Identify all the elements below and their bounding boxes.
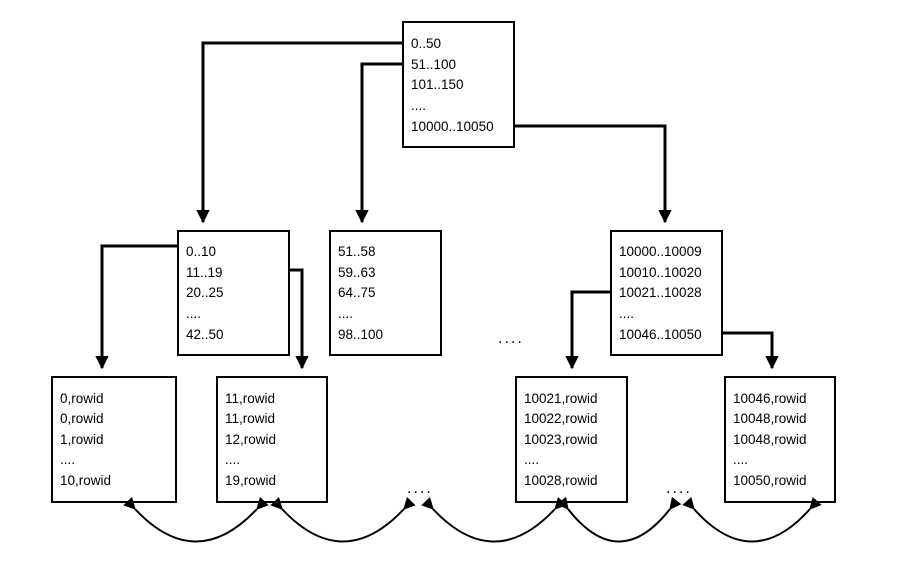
branch-entry: 10010..10020 — [619, 265, 702, 280]
root-entry: 101..150 — [411, 77, 464, 92]
branch-entry: 51..58 — [338, 244, 376, 259]
leaf-entry: 10050,rowid — [733, 473, 807, 488]
branch-entry: 64..75 — [338, 285, 376, 300]
pointer-branch-3-to-leaf-3 — [565, 290, 611, 370]
ellipsis-leaf-gap: .... — [407, 480, 433, 497]
branch-entry: 42..50 — [186, 327, 224, 342]
branch-entry: .... — [338, 306, 353, 321]
root-entry: 51..100 — [411, 57, 456, 72]
branch-node-3: 10000..10009 10010..10020 10021..10028 .… — [610, 230, 723, 356]
leaf-entry: 10,rowid — [60, 473, 111, 488]
root-node: 0..50 51..100 101..150 .... 10000..10050 — [402, 21, 515, 148]
leaf-link-arrow — [270, 497, 416, 543]
leaf-node-2: 11,rowid 11,rowid 12,rowid .... 19,rowid — [216, 376, 328, 503]
root-entry: 0..50 — [411, 36, 441, 51]
branch-entry: 98..100 — [338, 327, 383, 342]
leaf-entry: 10046,rowid — [733, 391, 807, 406]
leaf-entry: .... — [225, 452, 240, 467]
branch-entry: 11..19 — [186, 265, 223, 280]
leaf-entry: 10021,rowid — [524, 391, 598, 406]
pointer-root-to-branch-3 — [514, 124, 672, 224]
leaf-entry: .... — [524, 452, 539, 467]
leaf-node-1: 0,rowid 0,rowid 1,rowid .... 10,rowid — [51, 376, 177, 503]
root-entry: .... — [411, 98, 426, 113]
branch-entry: 59..63 — [338, 265, 376, 280]
leaf-link-arrow — [682, 496, 822, 543]
leaf-entry: 11,rowid — [225, 411, 275, 426]
branch-entry: 10000..10009 — [619, 244, 702, 259]
branch-node-1: 0..10 11..19 20..25 .... 42..50 — [177, 230, 290, 356]
pointer-root-to-branch-2 — [355, 62, 403, 224]
branch-node-2: 51..58 59..63 64..75 .... 98..100 — [329, 230, 442, 356]
leaf-entry: 11,rowid — [225, 391, 275, 406]
pointer-branch-1-to-leaf-1 — [95, 244, 178, 370]
branch-entry: 10046..10050 — [619, 327, 702, 342]
leaf-entry: 10048,rowid — [733, 432, 807, 447]
root-entry: 10000..10050 — [411, 119, 494, 134]
leaf-entry: 10048,rowid — [733, 411, 807, 426]
leaf-entry: 0,rowid — [60, 391, 104, 406]
leaf-entry: 10022,rowid — [524, 411, 598, 426]
leaf-entry: 1,rowid — [60, 432, 104, 447]
ellipsis-leaf-gap: .... — [666, 480, 692, 497]
branch-entry: 20..25 — [186, 285, 224, 300]
leaf-node-3: 10021,rowid 10022,rowid 10023,rowid ....… — [515, 376, 628, 503]
branch-entry: .... — [619, 306, 634, 321]
leaf-entry: .... — [60, 452, 75, 467]
leaf-entry: 0,rowid — [60, 411, 104, 426]
pointer-root-to-branch-1 — [196, 41, 403, 224]
leaf-node-4: 10046,rowid 10048,rowid 10048,rowid ....… — [724, 376, 836, 503]
leaf-link-arrow — [123, 497, 269, 543]
leaf-link-arrow — [556, 496, 682, 543]
leaf-entry: 10023,rowid — [524, 432, 598, 447]
branch-entry: 0..10 — [186, 244, 216, 259]
leaf-entry: .... — [733, 452, 748, 467]
pointer-branch-3-to-leaf-4 — [720, 331, 779, 370]
leaf-link-arrow — [421, 497, 567, 543]
leaf-entry: 12,rowid — [225, 432, 276, 447]
branch-entry: 10021..10028 — [619, 285, 702, 300]
leaf-entry: 10028,rowid — [524, 473, 598, 488]
leaf-entry: 19,rowid — [225, 473, 276, 488]
branch-entry: .... — [186, 306, 201, 321]
ellipsis-branch-gap: .... — [498, 330, 524, 347]
